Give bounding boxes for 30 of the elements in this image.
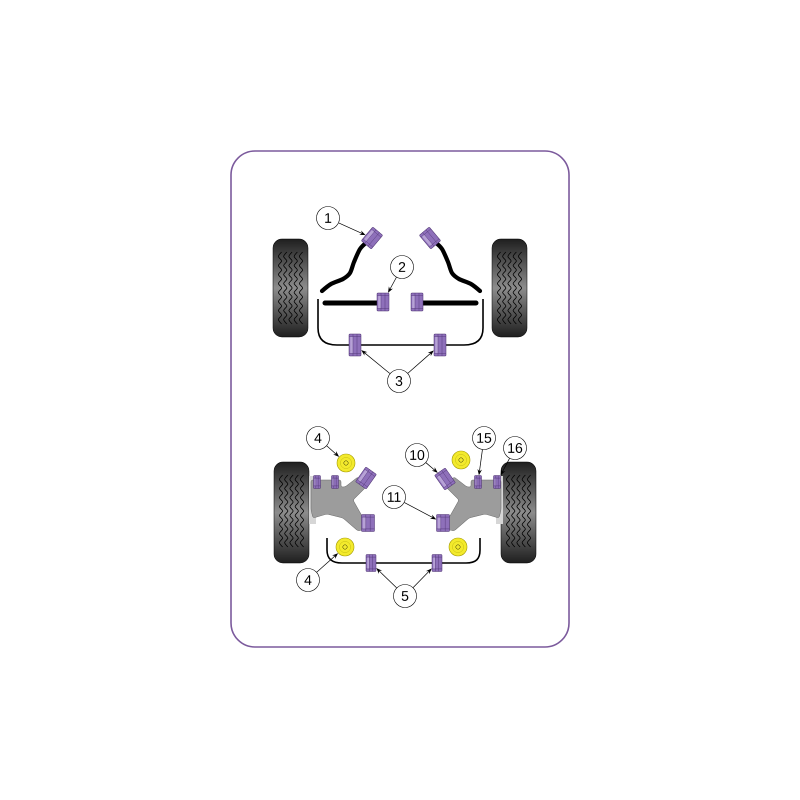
bushing (336, 538, 354, 556)
bushing (313, 475, 321, 489)
callout-number: 3 (387, 369, 411, 393)
callout-number: 1 (316, 206, 340, 230)
bushing (434, 334, 446, 356)
bushing (331, 475, 339, 489)
bushing (356, 467, 376, 489)
bushing (376, 292, 390, 312)
callout-number: 16 (503, 436, 527, 460)
bushing (361, 514, 375, 532)
bushing (432, 554, 442, 572)
bushing (448, 538, 468, 556)
callout-number: 4 (296, 568, 320, 592)
bushing (348, 334, 362, 356)
callout-number: 4 (306, 426, 330, 450)
bushing (419, 227, 441, 249)
bushing (336, 454, 356, 472)
callout-number: 15 (472, 426, 496, 450)
bushing (474, 475, 482, 489)
callout-number: 5 (393, 584, 417, 608)
callout-number: 11 (382, 485, 406, 509)
bushing (366, 554, 376, 572)
bushing (436, 514, 450, 532)
bushing (493, 475, 501, 489)
bushing (434, 468, 456, 490)
bushing (410, 292, 424, 312)
bushing (361, 227, 383, 249)
bushing (452, 450, 470, 470)
callout-number: 2 (390, 255, 414, 279)
callout-number: 10 (405, 443, 429, 467)
